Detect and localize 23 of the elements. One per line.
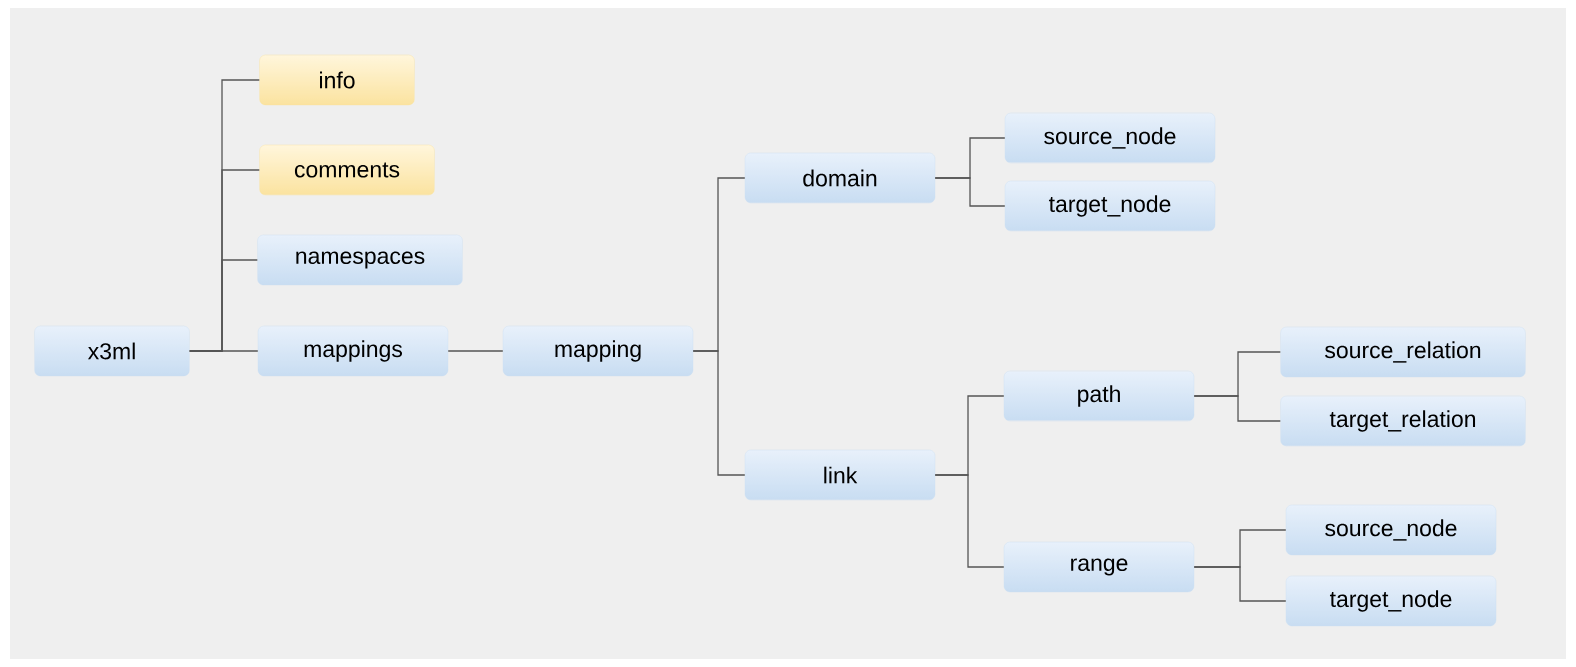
tree-box: link: [744, 449, 936, 501]
tree-box: path: [1003, 370, 1195, 422]
tree-box: target_node: [1004, 180, 1216, 232]
connector-line: [934, 474, 1005, 568]
tree-box: mapping: [502, 325, 694, 377]
tree-box: comments: [259, 144, 435, 196]
tree-box: domain: [744, 152, 936, 204]
tree-box: namespaces: [257, 234, 463, 286]
tree-box: target_node: [1285, 575, 1497, 627]
tree-box: info: [259, 54, 415, 106]
connector-line: [692, 350, 746, 476]
connector-line: [1193, 566, 1287, 602]
tree-box: x3ml: [34, 325, 190, 377]
connector-line: [447, 350, 504, 352]
tree-box: mappings: [257, 325, 449, 377]
connector-line: [1193, 395, 1281, 422]
connector-line: [934, 177, 1006, 207]
tree-box: range: [1003, 541, 1195, 593]
tree-box: target_relation: [1280, 395, 1526, 447]
tree-box: source_node: [1285, 504, 1497, 556]
tree-box: source_node: [1004, 112, 1216, 164]
tree-box: source_relation: [1280, 326, 1526, 378]
connector-line: [189, 350, 259, 352]
